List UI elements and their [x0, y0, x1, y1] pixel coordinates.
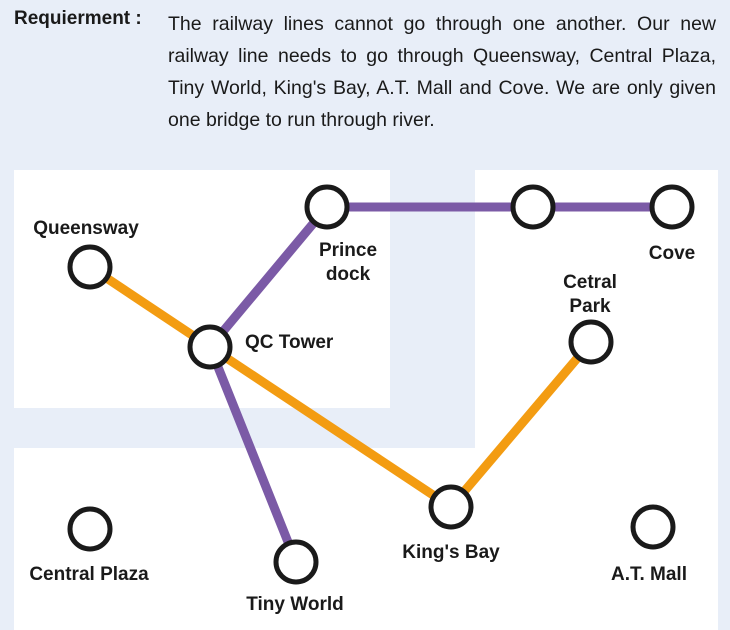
station-prince-dock	[304, 184, 350, 230]
station-qc-tower	[187, 324, 233, 370]
label-qc-tower: QC Tower	[245, 332, 334, 353]
requirement-label: Requierment :	[14, 8, 142, 29]
orange-railway-line	[85, 262, 596, 512]
label-queensway: Queensway	[33, 218, 139, 239]
label-tiny-world: Tiny World	[246, 594, 343, 615]
stations-group	[67, 184, 695, 585]
station-kings-bay	[428, 484, 474, 530]
station-queensway	[67, 244, 113, 290]
station-at-mall	[630, 504, 676, 550]
label-central-plaza: Central Plaza	[29, 564, 149, 585]
station-tiny-world	[273, 539, 319, 585]
station-cove	[649, 184, 695, 230]
label-cove: Cove	[649, 243, 695, 264]
station-cetral-park	[568, 319, 614, 365]
station-mid-station	[510, 184, 556, 230]
label-kings-bay: King's Bay	[402, 542, 500, 563]
land-bottom	[14, 448, 718, 630]
label-at-mall: A.T. Mall	[611, 564, 687, 585]
requirement-text: The railway lines cannot go through one …	[168, 13, 716, 131]
station-central-plaza	[67, 506, 113, 552]
